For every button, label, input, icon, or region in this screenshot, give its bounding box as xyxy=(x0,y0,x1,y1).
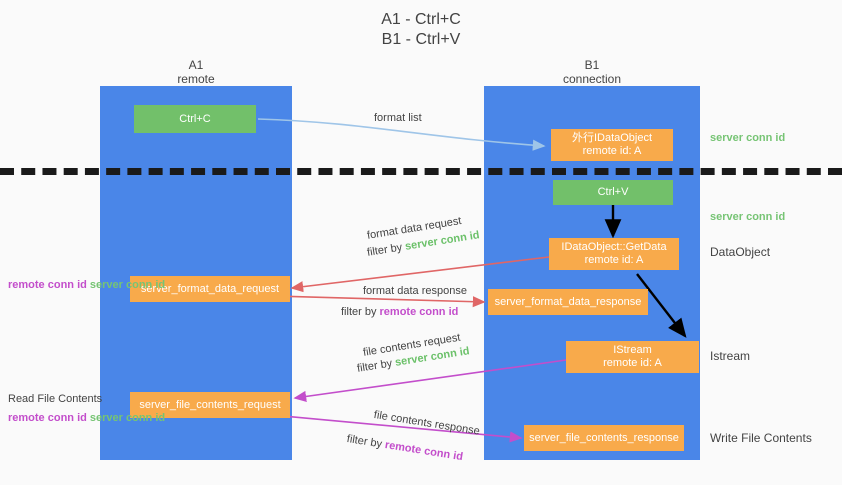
edge-label-format-data-response-filter: filter by remote conn id xyxy=(341,305,458,319)
right-label-write-file-contents: Write File Contents xyxy=(710,431,812,446)
right-label-istream: Istream xyxy=(710,349,750,364)
edge-label-format-data-request-filter-prefix: filter by xyxy=(366,240,407,259)
edge-label-file-contents-response-filter-prefix: filter by xyxy=(345,432,386,451)
node-ctrl-v[interactable]: Ctrl+V xyxy=(553,180,673,205)
annotation-server-conn-id-2: server conn id xyxy=(710,210,785,224)
right-label-write-file-contents-text: Write File Contents xyxy=(710,431,812,445)
node-server-format-data-request[interactable]: server_format_data_request xyxy=(130,276,290,302)
edge-label-file-contents-response: file contents response xyxy=(373,408,481,439)
title-line-1: A1 - Ctrl+C xyxy=(381,11,461,28)
annotation-left-low: remote conn id server conn id xyxy=(8,411,165,425)
node-server-format-data-request-label: server_format_data_request xyxy=(140,282,280,295)
node-istream-line1: IStream xyxy=(613,344,652,356)
lane-b1-subtitle: connection xyxy=(562,72,622,86)
title-line-2: B1 - Ctrl+V xyxy=(381,31,461,48)
annotation-left-mid-remote: remote conn id xyxy=(8,279,87,291)
right-label-istream-text: Istream xyxy=(710,349,751,363)
annotation-left-low-remote: remote conn id xyxy=(8,412,87,424)
annotation-left-mid: remote conn id server conn id xyxy=(8,278,165,292)
annotation-left-low-server: server conn id xyxy=(89,412,166,424)
annotation-read-file-contents-text: Read File Contents xyxy=(8,393,103,405)
lane-b1-title: B1 xyxy=(584,58,600,72)
lane-header-b1: B1 connection xyxy=(484,58,700,86)
lane-a1-subtitle: remote xyxy=(177,72,215,86)
node-idataobject-getdata[interactable]: IDataObject::GetData remote id: A xyxy=(549,238,679,270)
edge-label-format-data-response-filter-prefix: filter by xyxy=(341,306,380,318)
node-idataobject-top-line1: 外行IDataObject xyxy=(571,132,653,144)
right-label-dataobject-text: DataObject xyxy=(710,245,771,259)
node-server-file-contents-request-label: server_file_contents_request xyxy=(139,398,281,411)
node-istream-line2: remote id: A xyxy=(603,357,662,369)
node-getdata-line1: IDataObject::GetData xyxy=(561,241,667,253)
annotation-server-conn-id-2-text: server conn id xyxy=(710,211,786,223)
node-istream[interactable]: IStream remote id: A xyxy=(566,341,699,373)
edge-label-format-list: format list xyxy=(374,111,422,125)
node-server-file-contents-response[interactable]: server_file_contents_response xyxy=(524,425,684,451)
node-server-format-data-response[interactable]: server_format_data_response xyxy=(488,289,648,315)
node-getdata-line2: remote id: A xyxy=(584,254,644,266)
edge-label-format-data-response-filter-value: remote conn id xyxy=(379,306,459,318)
node-idataobject-top-line2: remote id: A xyxy=(582,145,642,157)
phase-separator xyxy=(0,168,842,175)
lane-header-a1: A1 remote xyxy=(100,58,292,86)
annotation-server-conn-id-1: server conn id xyxy=(710,131,785,145)
edge-label-format-list-text: format list xyxy=(374,112,422,124)
annotation-server-conn-id-1-text: server conn id xyxy=(710,132,786,144)
diagram-title: A1 - Ctrl+C B1 - Ctrl+V xyxy=(0,10,842,50)
node-ctrl-v-label: Ctrl+V xyxy=(597,186,629,198)
edge-label-format-data-response: format data response xyxy=(363,284,467,298)
edge-label-file-contents-response-text: file contents response xyxy=(372,408,481,438)
edge-label-file-contents-request-filter-prefix: filter by xyxy=(356,356,397,375)
annotation-read-file-contents: Read File Contents xyxy=(8,392,102,406)
node-ctrl-c-label: Ctrl+C xyxy=(179,112,211,125)
right-label-dataobject: DataObject xyxy=(710,245,770,260)
node-ctrl-c[interactable]: Ctrl+C xyxy=(134,105,256,133)
edge-label-file-contents-response-filter-value: remote conn id xyxy=(384,439,464,464)
node-server-format-data-response-label: server_format_data_response xyxy=(494,295,642,308)
lane-a1-title: A1 xyxy=(188,58,204,72)
node-idataobject-top[interactable]: 外行IDataObject remote id: A xyxy=(551,129,673,161)
edge-label-format-data-response-text: format data response xyxy=(363,285,467,297)
node-server-file-contents-request[interactable]: server_file_contents_request xyxy=(130,392,290,418)
edge-label-file-contents-response-filter: filter by remote conn id xyxy=(346,432,464,464)
annotation-left-mid-server: server conn id xyxy=(89,279,166,291)
node-server-file-contents-response-label: server_file_contents_response xyxy=(529,431,679,444)
